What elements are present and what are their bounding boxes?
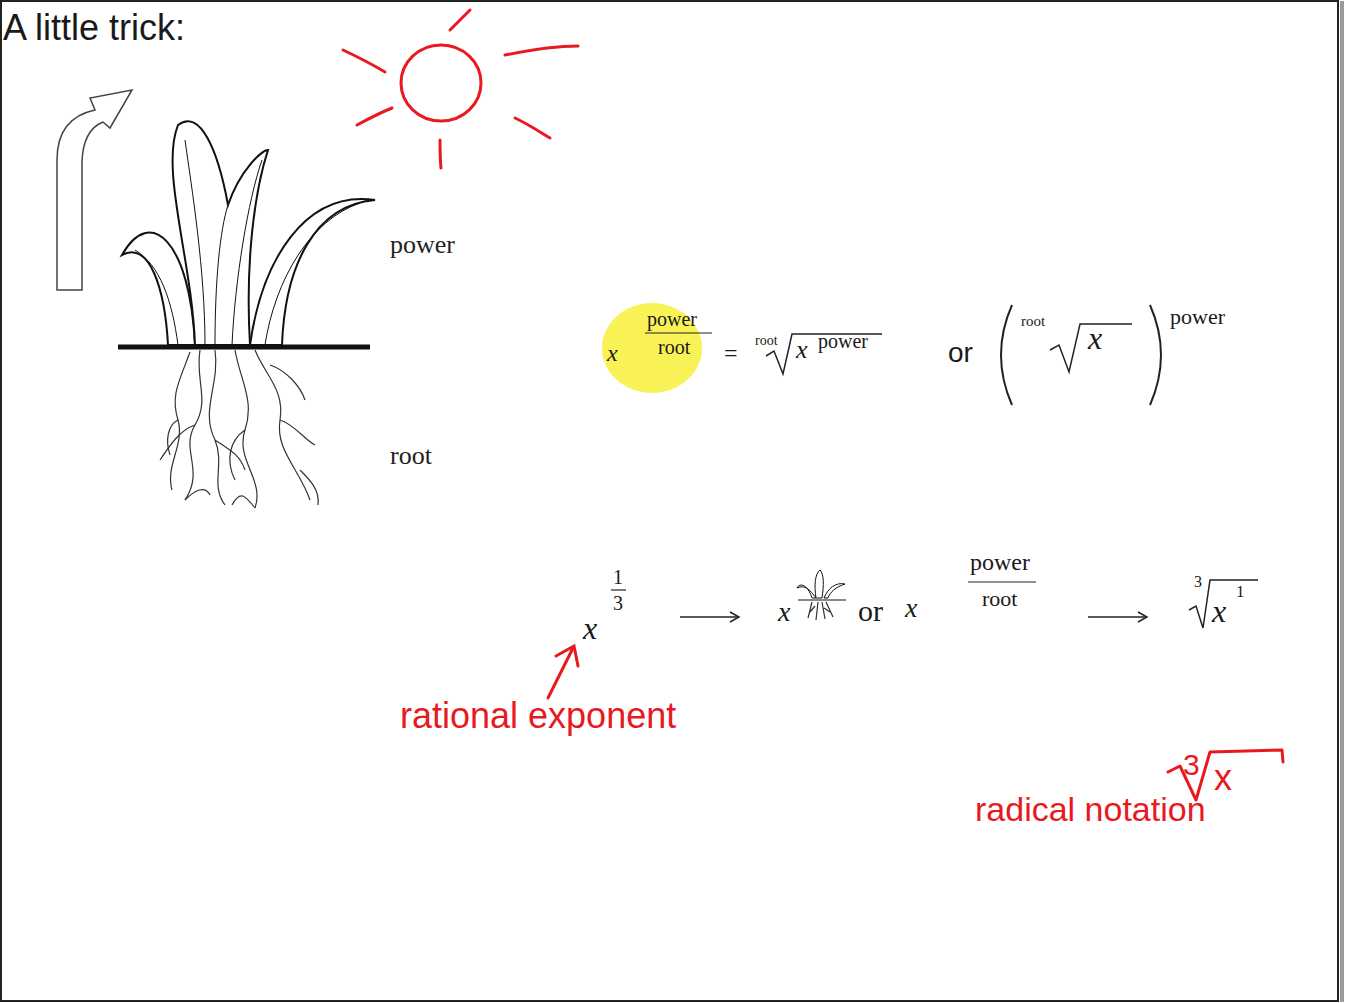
arrow <box>680 612 739 622</box>
mini-plant <box>797 570 846 620</box>
connective-word: or <box>948 339 973 367</box>
slide-title: A little trick: <box>3 10 185 46</box>
exponent: power <box>818 331 868 351</box>
plant-part-label: root <box>390 443 432 469</box>
handwritten-variable: x <box>1214 760 1232 796</box>
math-variable: x <box>1088 322 1102 354</box>
highlight <box>602 303 702 393</box>
math-variable: x <box>778 598 790 626</box>
pointer-arrow <box>548 646 578 698</box>
connective-word: or <box>858 596 883 626</box>
plant-part-label: power <box>390 232 455 258</box>
arrow <box>1088 612 1147 622</box>
exponent-numerator: 1 <box>613 567 623 587</box>
growth-arrow <box>57 90 132 290</box>
math-variable: x <box>1212 595 1226 627</box>
parenthesis <box>1001 305 1012 405</box>
exponent-denominator: root <box>658 337 690 357</box>
frame-edge <box>1340 1 1344 1002</box>
equals-sign: = <box>724 341 738 365</box>
math-variable: x <box>905 594 917 622</box>
handwritten-index: 3 <box>1183 750 1200 780</box>
exponent-denominator: root <box>982 588 1017 610</box>
exponent-numerator: power <box>970 550 1030 574</box>
radical-index: root <box>755 334 778 348</box>
math-variable: x <box>607 341 618 365</box>
parenthesis <box>1150 305 1161 405</box>
fraction-bar <box>968 581 1036 582</box>
handwritten-note: radical notation <box>975 792 1206 826</box>
exponent-denominator: 3 <box>613 593 623 613</box>
exponent: power <box>1170 306 1225 328</box>
math-variable: x <box>583 612 597 644</box>
exponent-numerator: power <box>647 309 697 329</box>
exponent: 1 <box>1236 583 1245 600</box>
plant-illustration <box>122 121 375 345</box>
fraction-bar <box>611 589 626 590</box>
math-variable: x <box>796 337 808 363</box>
ground-line <box>118 345 370 350</box>
radical-index: root <box>1021 314 1045 329</box>
radical-index: 3 <box>1194 574 1202 590</box>
sun-doodle <box>343 10 578 168</box>
handwritten-note: rational exponent <box>400 698 676 734</box>
fraction-bar <box>645 332 712 333</box>
plant-roots <box>160 350 318 508</box>
